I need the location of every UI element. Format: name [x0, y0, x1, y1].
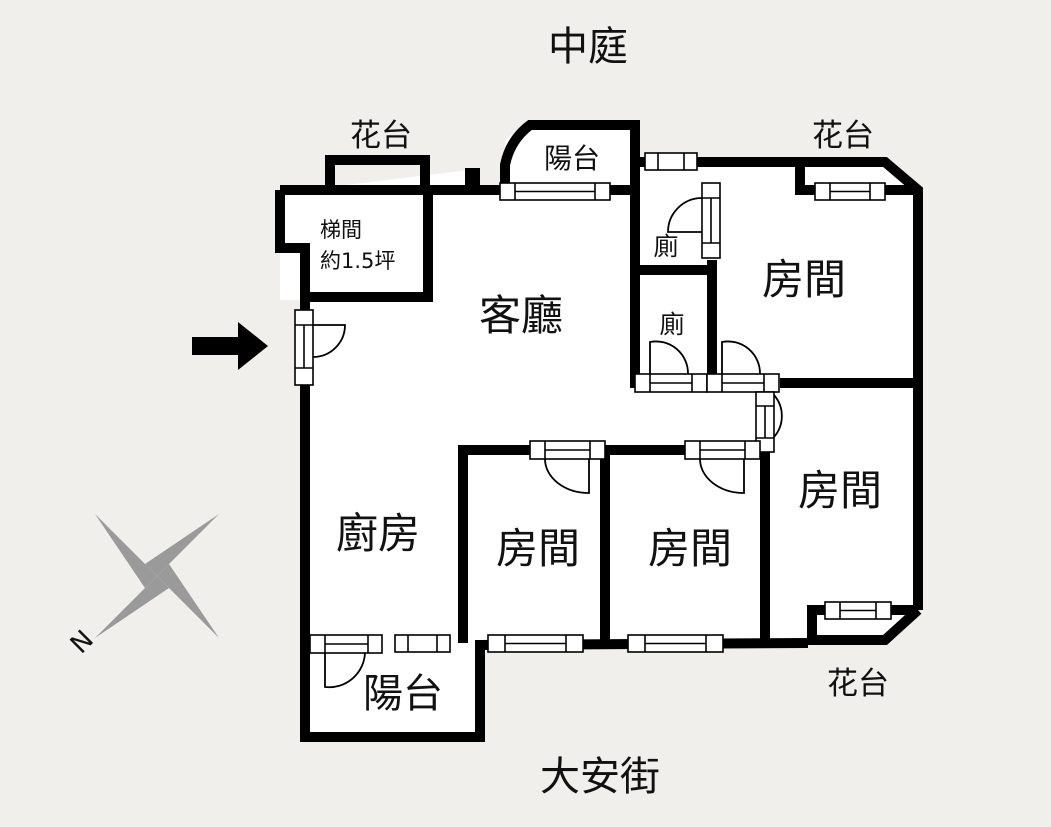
label-kitchen: 廚房	[336, 509, 420, 558]
door-bedroom-right	[755, 391, 775, 453]
door-kitchen-balcony	[309, 634, 383, 654]
window-bedroom-bottom-left	[487, 634, 584, 653]
door-bedroom-bottom-left	[529, 440, 606, 460]
label-bedroom-bottom-left: 房間	[496, 524, 580, 573]
label-stair-line1: 梯間	[320, 218, 362, 242]
window-kitchen-balcony	[394, 634, 451, 653]
window-bedroom-bottom-middle	[627, 634, 724, 653]
label-bedroom-bottom-middle: 房間	[648, 524, 732, 573]
compass-north-letter: N	[65, 625, 100, 660]
label-courtyard: 中庭	[548, 24, 628, 70]
window-bedroom-top-right	[814, 182, 886, 201]
label-stair-line2: 約1.5坪	[320, 249, 395, 273]
door-toilet-lower	[634, 373, 708, 393]
label-bedroom-top-right: 房間	[762, 255, 846, 304]
label-toilet-lower: 廁	[659, 310, 684, 339]
window-toilet-top	[644, 152, 698, 171]
door-bedroom-bottom-middle	[684, 440, 761, 460]
window-bedroom-right	[824, 601, 892, 620]
labels: 中庭 大安街 花台 花台 花台 陽台 陽台 梯間 約1.5坪 廁 廁 客廳 廚房…	[65, 24, 889, 800]
label-planter-top-left: 花台	[350, 118, 412, 154]
doors	[294, 182, 783, 689]
window-top-balcony	[499, 182, 611, 201]
compass-rose-icon	[95, 514, 219, 638]
label-planter-top-right: 花台	[812, 118, 874, 154]
floor-area	[280, 125, 918, 737]
label-balcony-bottom: 陽台	[363, 671, 443, 717]
label-balcony-top: 陽台	[544, 142, 600, 175]
door-entrance	[294, 309, 314, 386]
label-living-room: 客廳	[479, 291, 563, 340]
door-toilet-upper	[701, 182, 721, 259]
label-bedroom-right: 房間	[798, 466, 882, 515]
label-planter-bottom-right: 花台	[827, 666, 889, 702]
label-toilet-upper: 廁	[653, 232, 678, 261]
door-bedroom-top-right	[706, 373, 780, 393]
windows	[394, 152, 892, 653]
label-street: 大安街	[540, 754, 660, 800]
entrance-arrow-icon	[192, 322, 268, 370]
